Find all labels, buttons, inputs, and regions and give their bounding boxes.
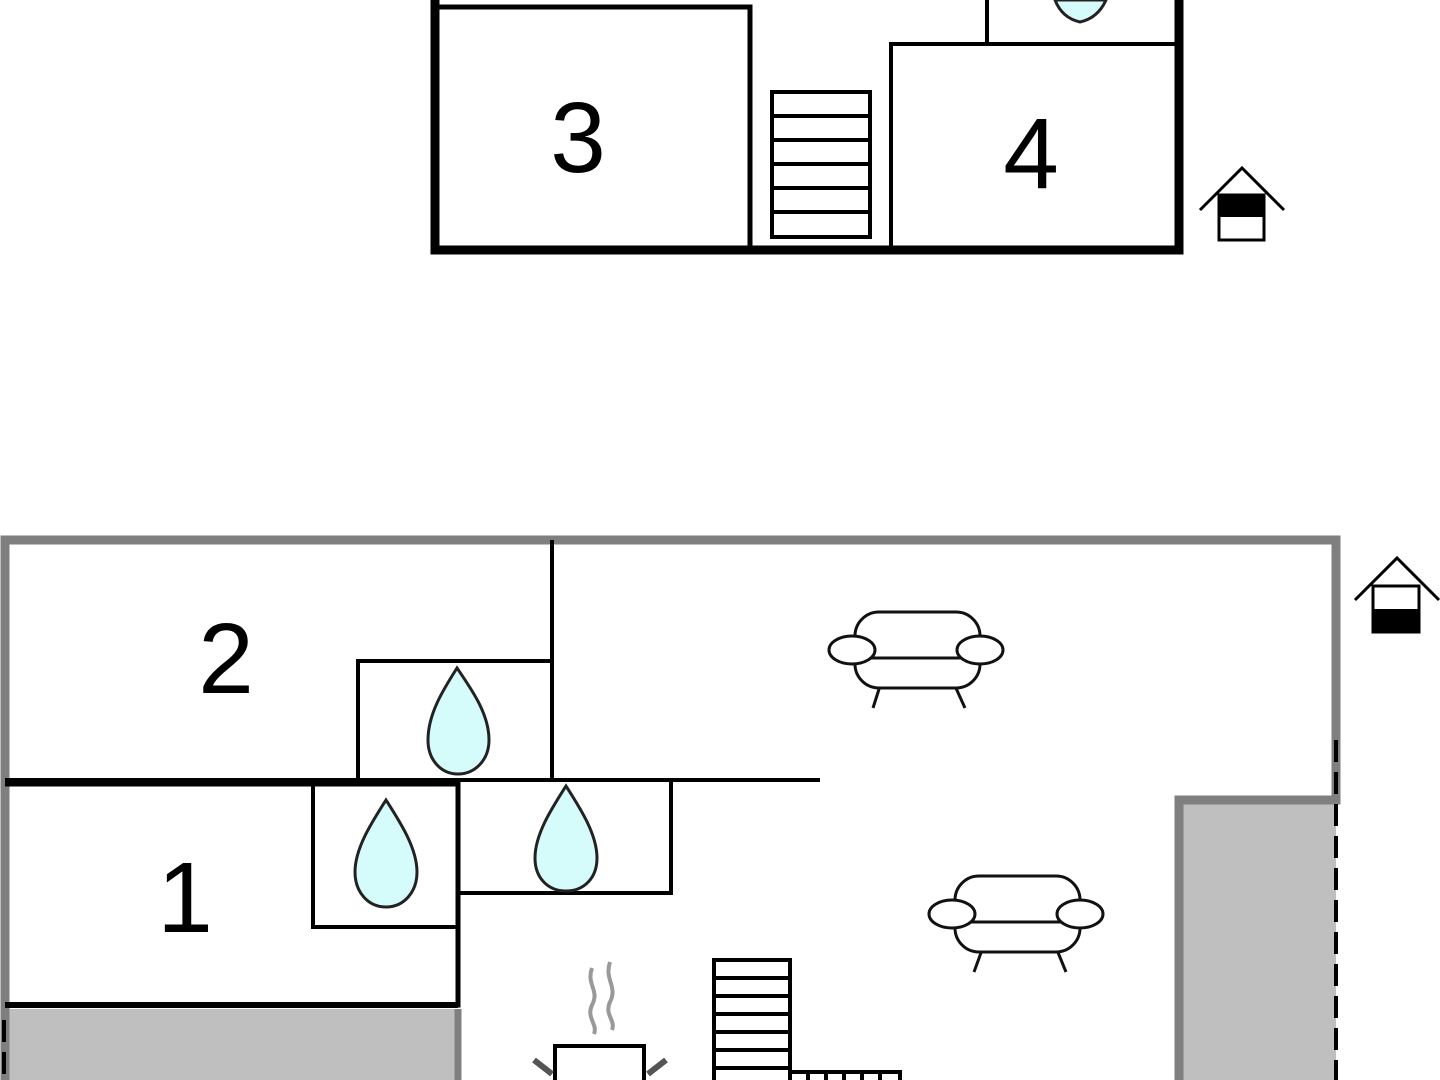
bathroom-drop-icon xyxy=(426,665,491,776)
fireplace-icon xyxy=(532,961,668,1080)
armchair-icon xyxy=(927,874,1105,973)
room-2-label: 2 xyxy=(198,603,254,715)
room-3-wall xyxy=(435,4,753,250)
house-entrance-icon xyxy=(1198,165,1286,242)
room-3-label: 3 xyxy=(550,82,606,194)
house-entrance-icon xyxy=(1353,555,1440,634)
staircase-icon xyxy=(712,958,902,1080)
ground-floor-outer-wall xyxy=(0,535,1341,1080)
upper-floor: 3 4 xyxy=(430,0,1286,255)
upper-floor-outer-wall xyxy=(430,0,1184,255)
room-4-wall xyxy=(889,42,1179,250)
bathroom-3 xyxy=(456,780,673,895)
armchair-icon xyxy=(827,610,1005,709)
staircase-icon xyxy=(770,90,872,239)
room-1-label: 1 xyxy=(157,842,213,954)
ground-floor: 2 1 xyxy=(0,535,1440,1080)
bathroom-drop-icon xyxy=(533,783,599,893)
bathroom-drop-icon xyxy=(353,797,419,909)
bathroom-drop-icon xyxy=(1053,0,1108,24)
terrace-left xyxy=(6,1009,458,1080)
room-4-label: 4 xyxy=(1003,98,1059,210)
bathroom-2 xyxy=(356,659,554,782)
terrace-right xyxy=(1179,800,1336,1080)
